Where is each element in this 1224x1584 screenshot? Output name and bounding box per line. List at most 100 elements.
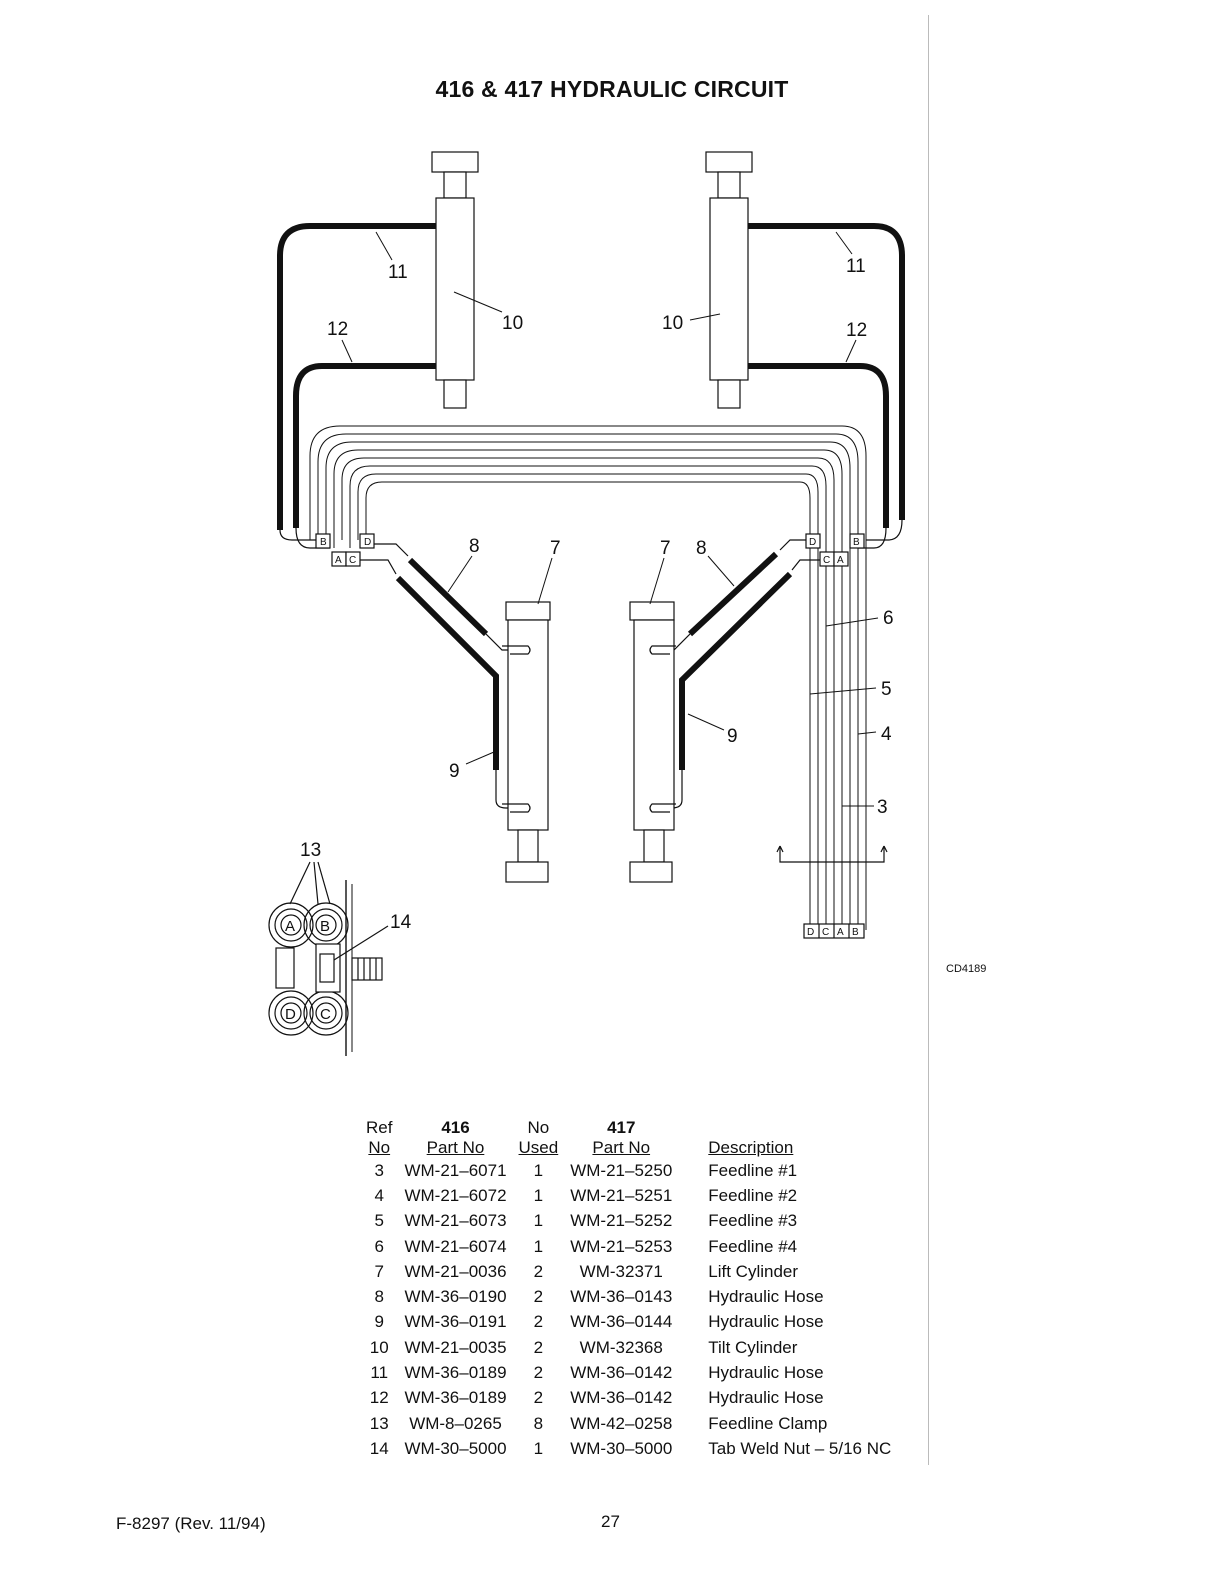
port-c-left: C (349, 555, 356, 566)
clamp-c: C (320, 1006, 331, 1023)
right-hose-8 (662, 539, 806, 651)
cell-used: 2 (533, 1287, 544, 1307)
clamp-port-letters: A B D C (285, 918, 331, 1023)
clamp-a: A (285, 918, 295, 935)
cell-description: Hydraulic Hose (708, 1388, 824, 1408)
table-row: 12 WM-36–0189 2 WM-36–0142 Hydraulic Hose (360, 1386, 897, 1411)
cell-416-part: WM-8–0265 (409, 1413, 502, 1433)
port-b-left: B (320, 537, 327, 548)
page-title: 416 & 417 HYDRAULIC CIRCUIT (435, 76, 789, 102)
cell-ref: 5 (374, 1211, 384, 1231)
left-connector-block (315, 533, 375, 567)
cell-used: 2 (533, 1363, 544, 1383)
cell-ref: 7 (374, 1261, 384, 1281)
callout-12-right: 12 (846, 320, 867, 341)
cell-ref: 6 (374, 1236, 384, 1256)
left-hose-8 (374, 543, 514, 651)
cell-ref: 14 (369, 1438, 389, 1458)
port-a-left: A (335, 555, 342, 566)
cell-used: 1 (533, 1160, 544, 1180)
callout-11-left: 11 (388, 262, 408, 283)
cell-417-part: WM-21–5250 (570, 1160, 673, 1180)
table-row: 14 WM-30–5000 1 WM-30–5000 Tab Weld Nut – 5/… (360, 1436, 897, 1461)
cell-used: 1 (533, 1438, 544, 1458)
callout-3: 3 (877, 797, 888, 818)
header-description: Description (708, 1138, 794, 1157)
cell-ref: 10 (369, 1337, 389, 1357)
port-a-bottom: A (837, 927, 844, 938)
callout-9-right: 9 (727, 726, 738, 747)
callout-8-left: 8 (469, 536, 480, 557)
cell-used: 2 (533, 1388, 544, 1408)
port-b-bottom: B (852, 927, 859, 938)
cell-416-part: WM-21–6073 (404, 1211, 507, 1231)
callout-9-left: 9 (449, 761, 460, 782)
cell-416-part: WM-36–0190 (404, 1287, 507, 1307)
port-c-bottom: C (822, 927, 829, 938)
port-d-bottom: D (807, 927, 814, 938)
clamp-b: B (320, 918, 330, 935)
cell-417-part: WM-30–5000 (570, 1438, 673, 1458)
cell-used: 1 (533, 1211, 544, 1231)
cell-417-part: WM-36–0142 (570, 1363, 673, 1383)
cell-used: 8 (533, 1413, 544, 1433)
bottom-connector-dcab (776, 845, 888, 939)
cell-417-part: WM-36–0142 (570, 1388, 673, 1408)
right-hose-9 (662, 559, 820, 809)
cell-description: Feedline #2 (708, 1185, 798, 1205)
clamp-d: D (285, 1006, 296, 1023)
cell-used: 2 (533, 1312, 544, 1332)
cell-416-part: WM-36–0189 (404, 1388, 507, 1408)
cell-description: Hydraulic Hose (708, 1287, 824, 1307)
cell-416-part: WM-21–6072 (404, 1185, 507, 1205)
cell-used: 1 (533, 1185, 544, 1205)
feedline-clamp-inset (268, 861, 389, 1056)
cell-416-part: WM-21–0036 (404, 1261, 507, 1281)
cell-used: 2 (533, 1337, 544, 1357)
cell-417-part: WM-32371 (579, 1261, 663, 1281)
cell-description: Tilt Cylinder (708, 1337, 798, 1357)
cell-416-part: WM-30–5000 (404, 1438, 507, 1458)
cell-ref: 4 (374, 1185, 384, 1205)
port-d-left: D (364, 537, 371, 548)
cell-416-part: WM-21–0035 (404, 1337, 507, 1357)
port-b-right: B (853, 537, 860, 548)
port-a-right: A (837, 555, 844, 566)
left-hose-9 (360, 559, 514, 809)
cell-416-part: WM-36–0191 (404, 1312, 507, 1332)
cell-ref: 12 (369, 1388, 389, 1408)
right-connector-block (805, 533, 865, 567)
cell-ref: 9 (374, 1312, 384, 1332)
table-row: 4 WM-21–6072 1 WM-21–5251 Feedline #2 (360, 1183, 897, 1208)
page-number: 27 (601, 1512, 620, 1531)
cell-description: Feedline #1 (708, 1160, 798, 1180)
cell-ref: 3 (374, 1160, 384, 1180)
cell-417-part: WM-21–5251 (570, 1185, 673, 1205)
cell-description: Feedline #3 (708, 1211, 798, 1231)
port-c-right: C (823, 555, 830, 566)
hydraulic-circuit-diagram: 11 10 12 10 11 12 8 7 7 8 6 5 4 3 9 9 13… (268, 151, 905, 1056)
callout-7-left: 7 (550, 538, 561, 559)
diagram-tag: CD4189 (946, 963, 987, 975)
form-number: F-8297 (Rev. 11/94) (116, 1514, 266, 1533)
cell-description: Tab Weld Nut – 5/16 NC (708, 1438, 892, 1458)
leader-lines (341, 231, 879, 807)
callout-10-left: 10 (502, 313, 523, 334)
port-letters: B D A C D B C A D C A B (320, 537, 860, 938)
cell-ref: 11 (370, 1363, 389, 1383)
left-hose-12 (293, 363, 436, 549)
callout-14: 14 (390, 912, 412, 933)
right-hose-12 (748, 363, 889, 549)
cell-417-part: WM-36–0143 (570, 1287, 673, 1307)
cell-ref: 13 (369, 1413, 389, 1433)
cell-description: Feedline #4 (708, 1236, 798, 1256)
callout-4: 4 (881, 724, 892, 745)
